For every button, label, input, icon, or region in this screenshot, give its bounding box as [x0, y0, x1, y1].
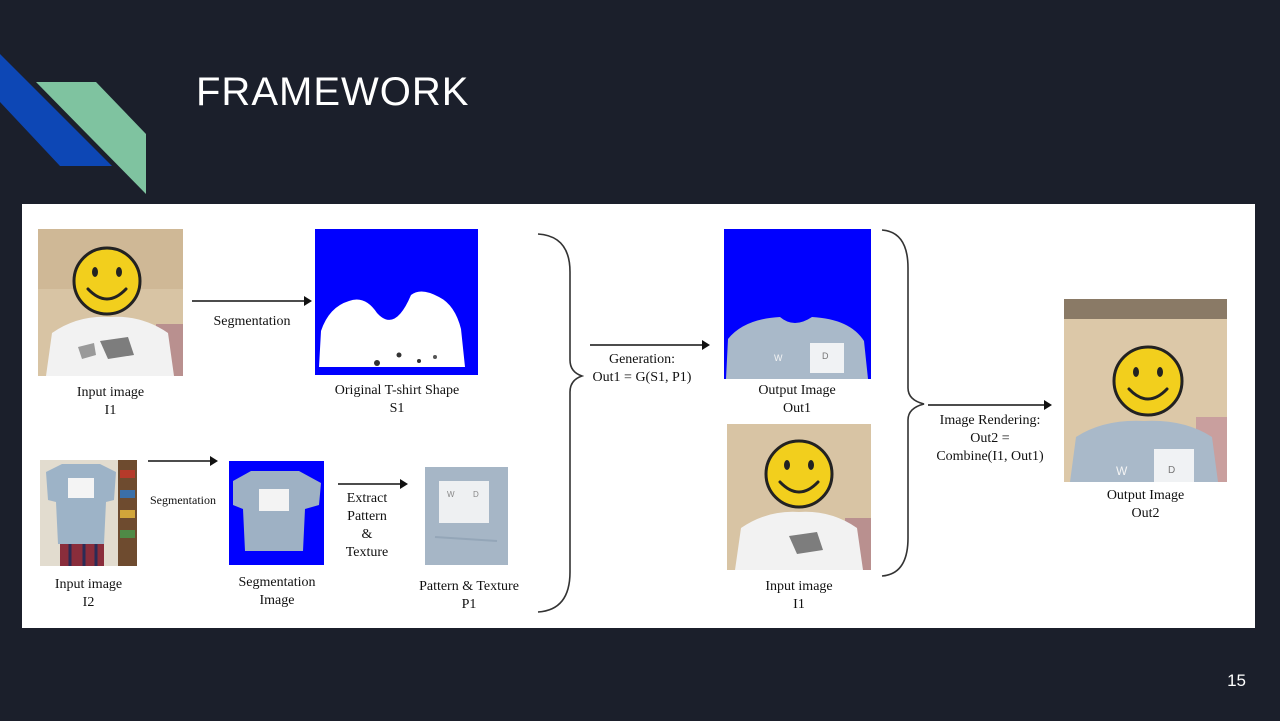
generation-label: Generation: Out1 = G(S1, P1)	[582, 351, 702, 387]
framework-diagram: Input image I1 Segmentation Original T-s…	[22, 204, 1255, 628]
label-line: Image	[259, 593, 295, 608]
segmentation-image-label: Segmentation Image	[222, 574, 332, 610]
label-line: I1	[793, 597, 805, 612]
label-line: Combine(I1, Out1)	[936, 449, 1044, 464]
green-stripe	[36, 82, 146, 194]
label-line: Pattern & Texture	[419, 579, 519, 594]
output-image-out1: W D	[724, 229, 871, 379]
print-letter-d: D	[473, 490, 479, 499]
label-line: I2	[82, 595, 95, 610]
segmentation-label-top: Segmentation	[213, 314, 291, 329]
slide-title: FRAMEWORK	[196, 70, 470, 114]
pattern-texture-label: Pattern & Texture P1	[408, 578, 530, 614]
page-number: 15	[1227, 671, 1246, 690]
extract-pattern-texture-label: Extract Pattern & Texture	[332, 490, 402, 562]
smiley-face-icon	[1112, 345, 1184, 417]
print-letter-w: W	[774, 353, 783, 363]
print-letter-w: W	[1116, 464, 1128, 478]
image-rendering-label: Image Rendering: Out2 = Combine(I1, Out1…	[922, 412, 1058, 466]
label-line: Original T-shirt Shape	[334, 383, 460, 398]
output-image-out1-label: Output Image Out1	[722, 382, 872, 418]
rendering-arrow	[928, 400, 1052, 410]
label-line: Extract	[346, 491, 388, 506]
input-image-i2-label: Input image I2	[38, 576, 139, 612]
label-line: Out1	[783, 401, 811, 416]
original-shape-label: Original T-shirt Shape S1	[312, 382, 482, 418]
print-letter-w: W	[447, 490, 455, 499]
original-tshirt-shape-s1	[315, 229, 478, 375]
input-image-i1-label: Input image I1	[38, 384, 183, 420]
label-line: Output Image	[1106, 488, 1185, 503]
label-line: Out2	[1131, 506, 1160, 521]
label-line: Input image	[765, 579, 833, 594]
pattern-texture-p1: W D	[425, 467, 508, 565]
label-line: Output Image	[758, 383, 836, 398]
output-image-out2-label: Output Image Out2	[1064, 487, 1227, 523]
left-brace	[537, 233, 584, 613]
segmentation-arrow-top	[192, 296, 312, 306]
label-line: Texture	[345, 545, 389, 560]
label-line: Out1 = G(S1, P1)	[592, 370, 692, 385]
corner-stripes-decoration	[0, 54, 146, 194]
label-line: Pattern	[347, 509, 387, 524]
input-image-i1-copy	[727, 424, 871, 570]
label-line: Generation:	[608, 352, 676, 367]
print-letter-d: D	[1168, 465, 1175, 476]
label-line: Input image	[76, 385, 145, 400]
blue-stripe	[0, 54, 112, 166]
label-line: S1	[389, 401, 405, 416]
input-image-i1	[38, 229, 183, 376]
label-line: &	[361, 527, 373, 542]
label-line: Segmentation	[238, 575, 316, 590]
right-brace	[881, 229, 925, 577]
smiley-face-icon	[72, 246, 142, 316]
print-letter-d: D	[822, 351, 829, 361]
segmentation-arrow-bottom	[148, 456, 218, 466]
segmentation-label-bottom: Segmentation	[150, 493, 216, 507]
output-image-out2: W D	[1064, 299, 1227, 482]
label-line: I1	[104, 403, 117, 418]
label-line: Input image	[54, 577, 123, 592]
label-line: Out2 =	[970, 431, 1010, 446]
input-image-i1-copy-label: Input image I1	[727, 578, 871, 614]
input-image-i2	[40, 460, 137, 566]
label-line: P1	[461, 597, 477, 612]
smiley-face-icon	[764, 439, 834, 509]
extract-arrow	[338, 479, 408, 489]
segmentation-image	[229, 461, 324, 565]
generation-arrow	[590, 340, 710, 350]
label-line: Image Rendering:	[939, 413, 1041, 428]
